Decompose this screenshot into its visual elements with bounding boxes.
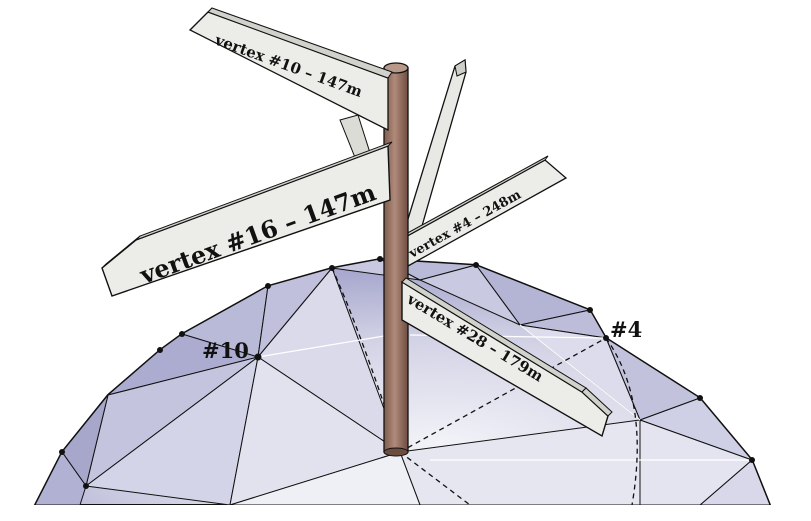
vertex-dots xyxy=(59,256,755,489)
geodesic-sphere xyxy=(33,256,772,505)
vertex-label-4: #4 xyxy=(610,317,642,342)
sign-vertex-10: vertex #10 – 147m xyxy=(188,7,393,132)
signpost-pole xyxy=(383,62,409,457)
vertex-label-10: #10 xyxy=(202,338,249,363)
sphere-facets xyxy=(34,258,771,505)
